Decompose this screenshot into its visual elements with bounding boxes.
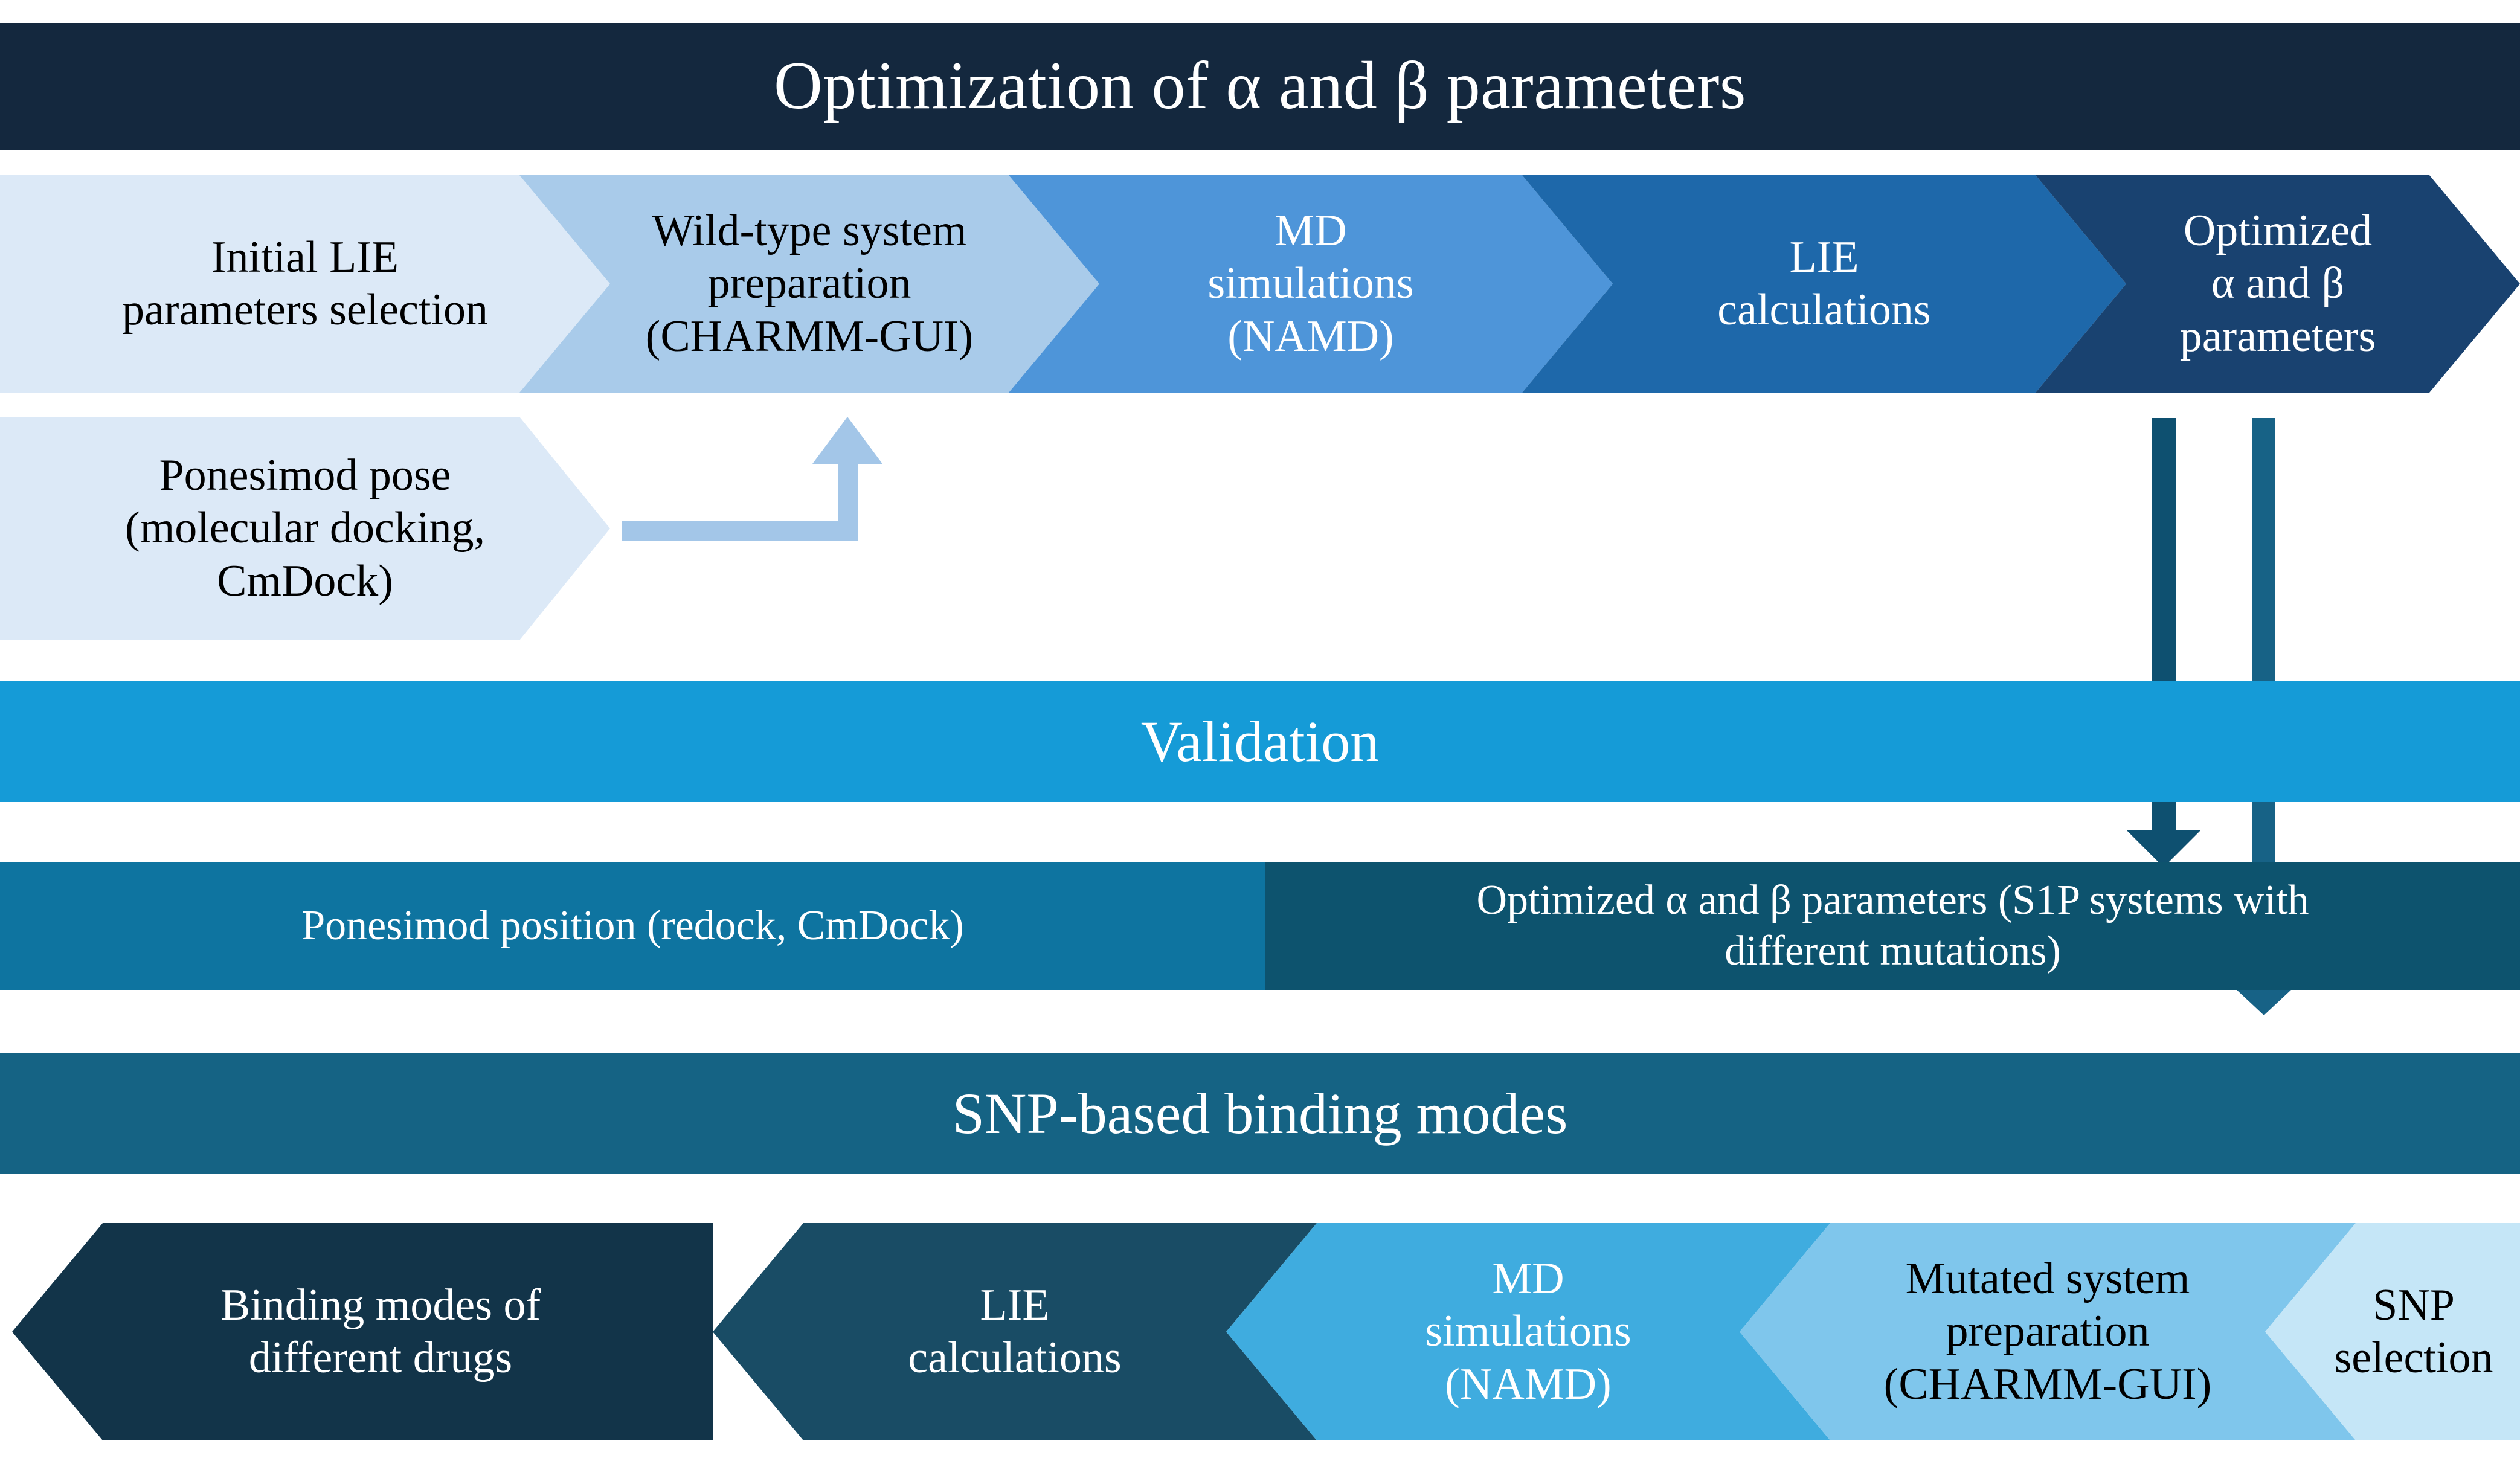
- diagram-title: Optimization of α and β parameters: [774, 48, 1746, 124]
- chevron-label: SNP selection: [2334, 1280, 2493, 1383]
- validation-result-label: Optimized α and β parameters (S1P system…: [1476, 877, 2309, 974]
- validation-label: Validation: [1140, 709, 1380, 774]
- chevron-label: Initial LIE parameters selection: [121, 232, 489, 335]
- snp-chevron-row: Binding modes of different drugs LIE cal…: [0, 1223, 2520, 1440]
- snp-banner-label: SNP-based binding modes: [952, 1081, 1568, 1146]
- optimization-chevron-row: Initial LIE parameters selection Wild-ty…: [0, 175, 2520, 393]
- diagram-title-bar: Optimization of α and β parameters: [0, 23, 2520, 150]
- chevron-label: Ponesimod pose (molecular docking, CmDoc…: [125, 451, 485, 606]
- chevron-label: Mutated system preparation (CHARMM-GUI): [1883, 1254, 2212, 1409]
- snp-based-binding-modes-banner: SNP-based binding modes: [0, 1053, 2520, 1174]
- chevron-ponesimod-pose-docking[interactable]: Ponesimod pose (molecular docking, CmDoc…: [0, 417, 610, 640]
- elbow-arrowhead-icon: [812, 417, 882, 464]
- chevron-label: Optimized α and β parameters: [2179, 206, 2376, 361]
- elbow-horizontal-segment: [622, 521, 858, 541]
- chevron-initial-lie-parameters[interactable]: Initial LIE parameters selection: [0, 175, 610, 393]
- chevron-label: LIE calculations: [1717, 232, 1931, 335]
- chevron-lie-calculations[interactable]: LIE calculations: [1522, 175, 2126, 393]
- validation-result-ponesimod-position: Ponesimod position (redock, CmDock): [0, 862, 1265, 990]
- chevron-binding-modes-different-drugs[interactable]: Binding modes of different drugs: [12, 1223, 713, 1440]
- validation-banner: Validation: [0, 681, 2520, 802]
- chevron-label: LIE calculations: [908, 1280, 1122, 1383]
- chevron-label: Wild-type system preparation (CHARMM-GUI…: [645, 206, 974, 361]
- chevron-mutated-system-preparation[interactable]: Mutated system preparation (CHARMM-GUI): [1740, 1223, 2356, 1440]
- chevron-lie-calculations-snp[interactable]: LIE calculations: [713, 1223, 1317, 1440]
- chevron-label: MD simulations (NAMD): [1425, 1254, 1631, 1409]
- chevron-wildtype-system-preparation[interactable]: Wild-type system preparation (CHARMM-GUI…: [519, 175, 1099, 393]
- chevron-label: Binding modes of different drugs: [220, 1280, 541, 1383]
- chevron-label: MD simulations (NAMD): [1207, 206, 1414, 361]
- validation-result-optimized-parameters: Optimized α and β parameters (S1P system…: [1265, 862, 2520, 990]
- validation-result-label: Ponesimod position (redock, CmDock): [301, 902, 964, 949]
- chevron-md-simulations-snp[interactable]: MD simulations (NAMD): [1226, 1223, 1830, 1440]
- elbow-vertical-segment: [838, 463, 858, 541]
- chevron-md-simulations[interactable]: MD simulations (NAMD): [1009, 175, 1613, 393]
